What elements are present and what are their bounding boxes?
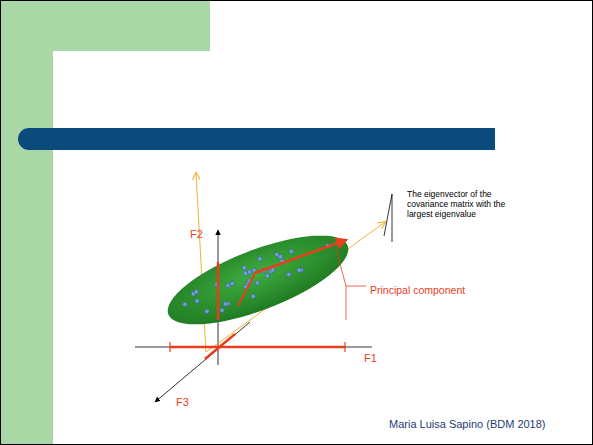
- data-point: [220, 308, 225, 313]
- secondary-axis: [238, 273, 255, 306]
- data-point: [278, 254, 283, 259]
- principal-axis: [255, 240, 346, 273]
- data-point: [223, 302, 228, 307]
- white-corner: [53, 51, 210, 75]
- callout-label: Principal component: [370, 284, 465, 296]
- data-point: [297, 268, 302, 273]
- data-point: [226, 283, 231, 288]
- data-point: [242, 265, 247, 270]
- data-point: [289, 249, 294, 254]
- f2-span: [217, 262, 220, 320]
- data-cloud: [158, 218, 359, 343]
- span-tick: [169, 342, 170, 352]
- callout-note: The eigenvector of the covariance matrix…: [407, 190, 509, 219]
- green-side-bar: [1, 1, 53, 444]
- data-point: [251, 294, 256, 299]
- data-point: [247, 270, 252, 275]
- data-point: [194, 290, 199, 295]
- axis-label: F2: [190, 228, 203, 241]
- axis-label: F1: [364, 352, 377, 365]
- author-credit: Maria Luisa Sapino (BDM 2018): [389, 418, 546, 431]
- axis-label: F3: [176, 396, 189, 409]
- f1-span: [170, 346, 345, 349]
- f3-axis: [155, 322, 250, 402]
- data-point: [287, 272, 292, 277]
- f3-span: [205, 334, 235, 359]
- eigen-direction: [196, 173, 206, 352]
- title-bar: [18, 128, 495, 150]
- span-tick: [344, 342, 345, 352]
- data-point: [230, 281, 235, 286]
- data-point: [265, 274, 270, 279]
- f2-axis: [218, 230, 219, 365]
- data-point: [205, 309, 210, 314]
- callout-bracket: [336, 249, 366, 320]
- data-point: [195, 299, 200, 304]
- callout-bracket: [384, 194, 392, 242]
- data-point: [271, 268, 276, 273]
- data-point: [183, 302, 188, 307]
- data-point: [258, 257, 263, 262]
- data-point: [255, 281, 260, 286]
